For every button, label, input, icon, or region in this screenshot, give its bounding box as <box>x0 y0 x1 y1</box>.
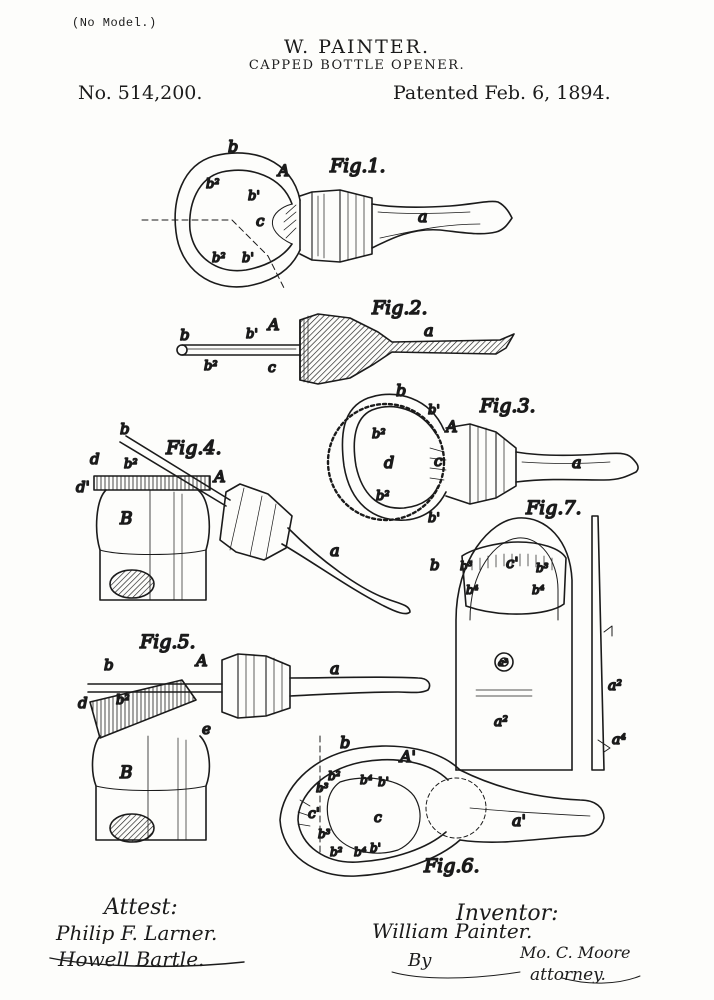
figure-1-drawing <box>141 152 513 289</box>
label-b1: b' <box>246 327 258 342</box>
label-B: B <box>119 509 133 529</box>
label-b2: b² <box>204 359 218 374</box>
figure-6-label: Fig.6. <box>423 855 480 877</box>
figure-5-drawing <box>87 653 431 843</box>
label-b1: b' <box>242 251 254 266</box>
label-b2: b² <box>124 457 138 472</box>
label-A: A <box>444 417 458 436</box>
label-b: b <box>396 381 406 400</box>
label-d: d <box>384 453 394 472</box>
label-d: d <box>90 450 100 468</box>
label-b3: b³ <box>316 781 329 795</box>
figure-6-drawing <box>279 735 605 877</box>
label-A: A <box>212 467 226 486</box>
label-c: c <box>434 452 443 470</box>
label-b: b <box>180 326 190 344</box>
witness-signature-1: Philip F. Larner. <box>55 921 217 945</box>
label-b4: b⁴ <box>354 845 367 859</box>
attorney-signature: Mo. C. Moore <box>519 943 631 962</box>
label-d: d <box>78 694 88 712</box>
inventor-heading: Inventor: <box>455 901 559 926</box>
label-b2: b² <box>376 489 390 504</box>
label-b2: b² <box>328 769 341 783</box>
label-a: a <box>330 541 340 560</box>
label-c: c <box>256 212 265 230</box>
figure-3-drawing <box>326 393 639 522</box>
figure-2-drawing <box>176 313 515 385</box>
label-b1: b' <box>370 841 381 855</box>
label-e: e <box>202 720 211 738</box>
label-b4: b⁴ <box>360 773 373 787</box>
figure-4-drawing <box>93 435 411 615</box>
patent-title: CAPPED BOTTLE OPENER. <box>248 58 466 73</box>
label-b2: b² <box>212 251 226 266</box>
label-b1: b' <box>428 511 440 526</box>
label-a1: a' <box>512 811 526 830</box>
label-b: b <box>340 733 350 752</box>
figure-5-label: Fig.5. <box>139 631 196 653</box>
label-b1: b' <box>378 775 389 789</box>
label-A: A <box>276 161 290 180</box>
label-a2: a² <box>494 714 508 730</box>
figure-3-label: Fig.3. <box>479 395 536 417</box>
patent-number: No. 514,200. <box>78 82 203 104</box>
label-b3: b³ <box>460 559 473 573</box>
label-A1: A' <box>398 747 416 766</box>
label-b3: b³ <box>536 561 549 575</box>
label-a: a <box>418 207 428 226</box>
label-d1: d' <box>76 478 90 496</box>
label-c: c <box>374 810 382 826</box>
label-b2: b² <box>372 427 386 442</box>
label-a: a <box>330 659 340 678</box>
label-b1: b' <box>428 403 440 418</box>
attorney-label: attorney. <box>530 965 606 985</box>
witness-signature-2: Howell Bartle. <box>57 947 204 971</box>
label-c1: c' <box>308 806 320 822</box>
label-b: b <box>120 420 130 438</box>
figure-7-label: Fig.7. <box>525 497 582 519</box>
label-b3: b³ <box>318 827 331 841</box>
label-B: B <box>119 763 133 783</box>
label-b1: b' <box>248 189 260 204</box>
signature-flourishes <box>49 957 641 984</box>
label-b: b <box>228 137 238 156</box>
label-b2: b² <box>206 177 220 192</box>
label-b: b <box>430 556 440 574</box>
inventor-name: W. PAINTER. <box>283 36 431 58</box>
patent-date: Patented Feb. 6, 1894. <box>393 82 611 104</box>
label-c: c <box>268 360 276 376</box>
model-note: (No Model.) <box>72 16 157 30</box>
figure-7-drawing <box>455 515 613 771</box>
label-b2: b² <box>330 845 343 859</box>
label-A: A <box>194 651 208 670</box>
label-b4: b⁴ <box>466 583 479 597</box>
label-c1: c' <box>506 554 519 572</box>
label-a3: a³ <box>498 658 508 669</box>
figure-1-label: Fig.1. <box>329 155 386 177</box>
label-b4: b⁴ <box>532 583 545 597</box>
label-b: b <box>104 656 114 674</box>
inventor-signature: William Painter. <box>372 919 532 943</box>
figure-2-label: Fig.2. <box>371 297 428 319</box>
figure-4-label: Fig.4. <box>165 437 222 459</box>
label-a: a <box>572 453 582 472</box>
label-a4: a⁴ <box>612 732 626 748</box>
label-a: a <box>424 321 434 340</box>
attest-heading: Attest: <box>102 895 178 920</box>
label-b2: b² <box>116 693 130 708</box>
by-label: By <box>407 950 432 971</box>
label-A: A <box>266 315 280 334</box>
label-a2: a² <box>608 678 622 694</box>
